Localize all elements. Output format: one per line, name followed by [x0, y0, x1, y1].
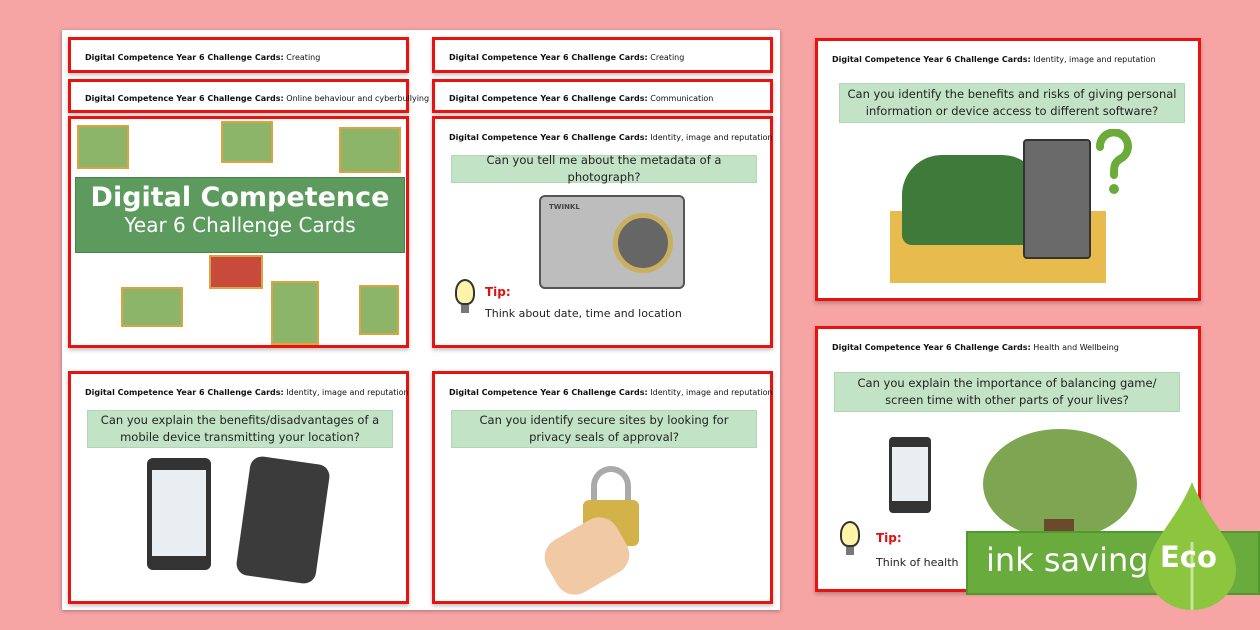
card-creating-2: Digital Competence Year 6 Challenge Card…	[432, 37, 773, 73]
children-image	[902, 155, 1042, 245]
smartphone-back-image	[235, 455, 331, 585]
card-header: Digital Competence Year 6 Challenge Card…	[832, 343, 1119, 352]
camera-lens	[613, 213, 673, 273]
camera-image: TWINKL	[539, 195, 685, 289]
tip-text: Think about date, time and location	[485, 307, 682, 320]
ink-saving-label: ink saving	[986, 541, 1149, 579]
card-metadata: Digital Competence Year 6 Challenge Card…	[432, 116, 773, 348]
tablet-icon	[271, 281, 319, 345]
phone-icon	[359, 285, 399, 335]
card-header: Digital Competence Year 6 Challenge Card…	[85, 94, 430, 103]
computer-icon	[77, 125, 129, 169]
eco-drop-icon	[1148, 482, 1236, 610]
question-box: Can you tell me about the metadata of a …	[451, 153, 757, 184]
camera-brand-label: TWINKL	[549, 203, 580, 211]
tip-label: Tip:	[485, 285, 511, 299]
monitor-image	[1023, 139, 1091, 259]
cover-card: Digital Competence Year 6 Challenge Card…	[68, 116, 409, 348]
card-header: Digital Competence Year 6 Challenge Card…	[449, 53, 685, 62]
question-box: Can you explain the importance of balanc…	[834, 372, 1180, 412]
card-header: Digital Competence Year 6 Challenge Card…	[449, 94, 714, 103]
card-online-behaviour: Digital Competence Year 6 Challenge Card…	[68, 79, 429, 113]
question-box: Can you identify secure sites by looking…	[451, 410, 757, 448]
card-header: Digital Competence Year 6 Challenge Card…	[85, 53, 321, 62]
padlock-image	[537, 466, 647, 602]
question-box: Can you identify the benefits and risks …	[839, 83, 1185, 123]
eco-label: Eco	[1160, 540, 1217, 574]
firewall-icon	[209, 255, 263, 289]
card-privacy-seals: Digital Competence Year 6 Challenge Card…	[432, 371, 773, 604]
smartphone-image	[147, 458, 211, 570]
card-creating-1: Digital Competence Year 6 Challenge Card…	[68, 37, 409, 73]
card-location: Digital Competence Year 6 Challenge Card…	[68, 371, 409, 604]
card-communication: Digital Competence Year 6 Challenge Card…	[432, 79, 773, 113]
phone-image	[889, 437, 931, 513]
smartphone-screen	[152, 470, 206, 556]
cover-subtitle: Year 6 Challenge Cards	[124, 213, 356, 237]
card-header: Digital Competence Year 6 Challenge Card…	[449, 133, 773, 142]
laptop-icon	[339, 127, 401, 173]
phone-screen	[892, 447, 928, 501]
cover-title-band: Digital Competence Year 6 Challenge Card…	[75, 177, 405, 253]
tip-text: Think of health	[876, 556, 959, 569]
globe-icon	[221, 121, 273, 163]
cover-title: Digital Competence	[90, 182, 390, 213]
padlock-shackle	[591, 466, 631, 506]
router-icon	[121, 287, 183, 327]
card-header: Digital Competence Year 6 Challenge Card…	[832, 55, 1156, 64]
card-header: Digital Competence Year 6 Challenge Card…	[449, 388, 773, 397]
question-mark-icon	[1096, 129, 1132, 194]
tip-label: Tip:	[876, 531, 902, 545]
lightbulb-icon	[455, 279, 475, 313]
card-personal-information: Digital Competence Year 6 Challenge Card…	[815, 38, 1201, 301]
lightbulb-icon	[840, 521, 860, 555]
question-box: Can you explain the benefits/disadvantag…	[87, 410, 393, 448]
card-header: Digital Competence Year 6 Challenge Card…	[85, 388, 409, 397]
